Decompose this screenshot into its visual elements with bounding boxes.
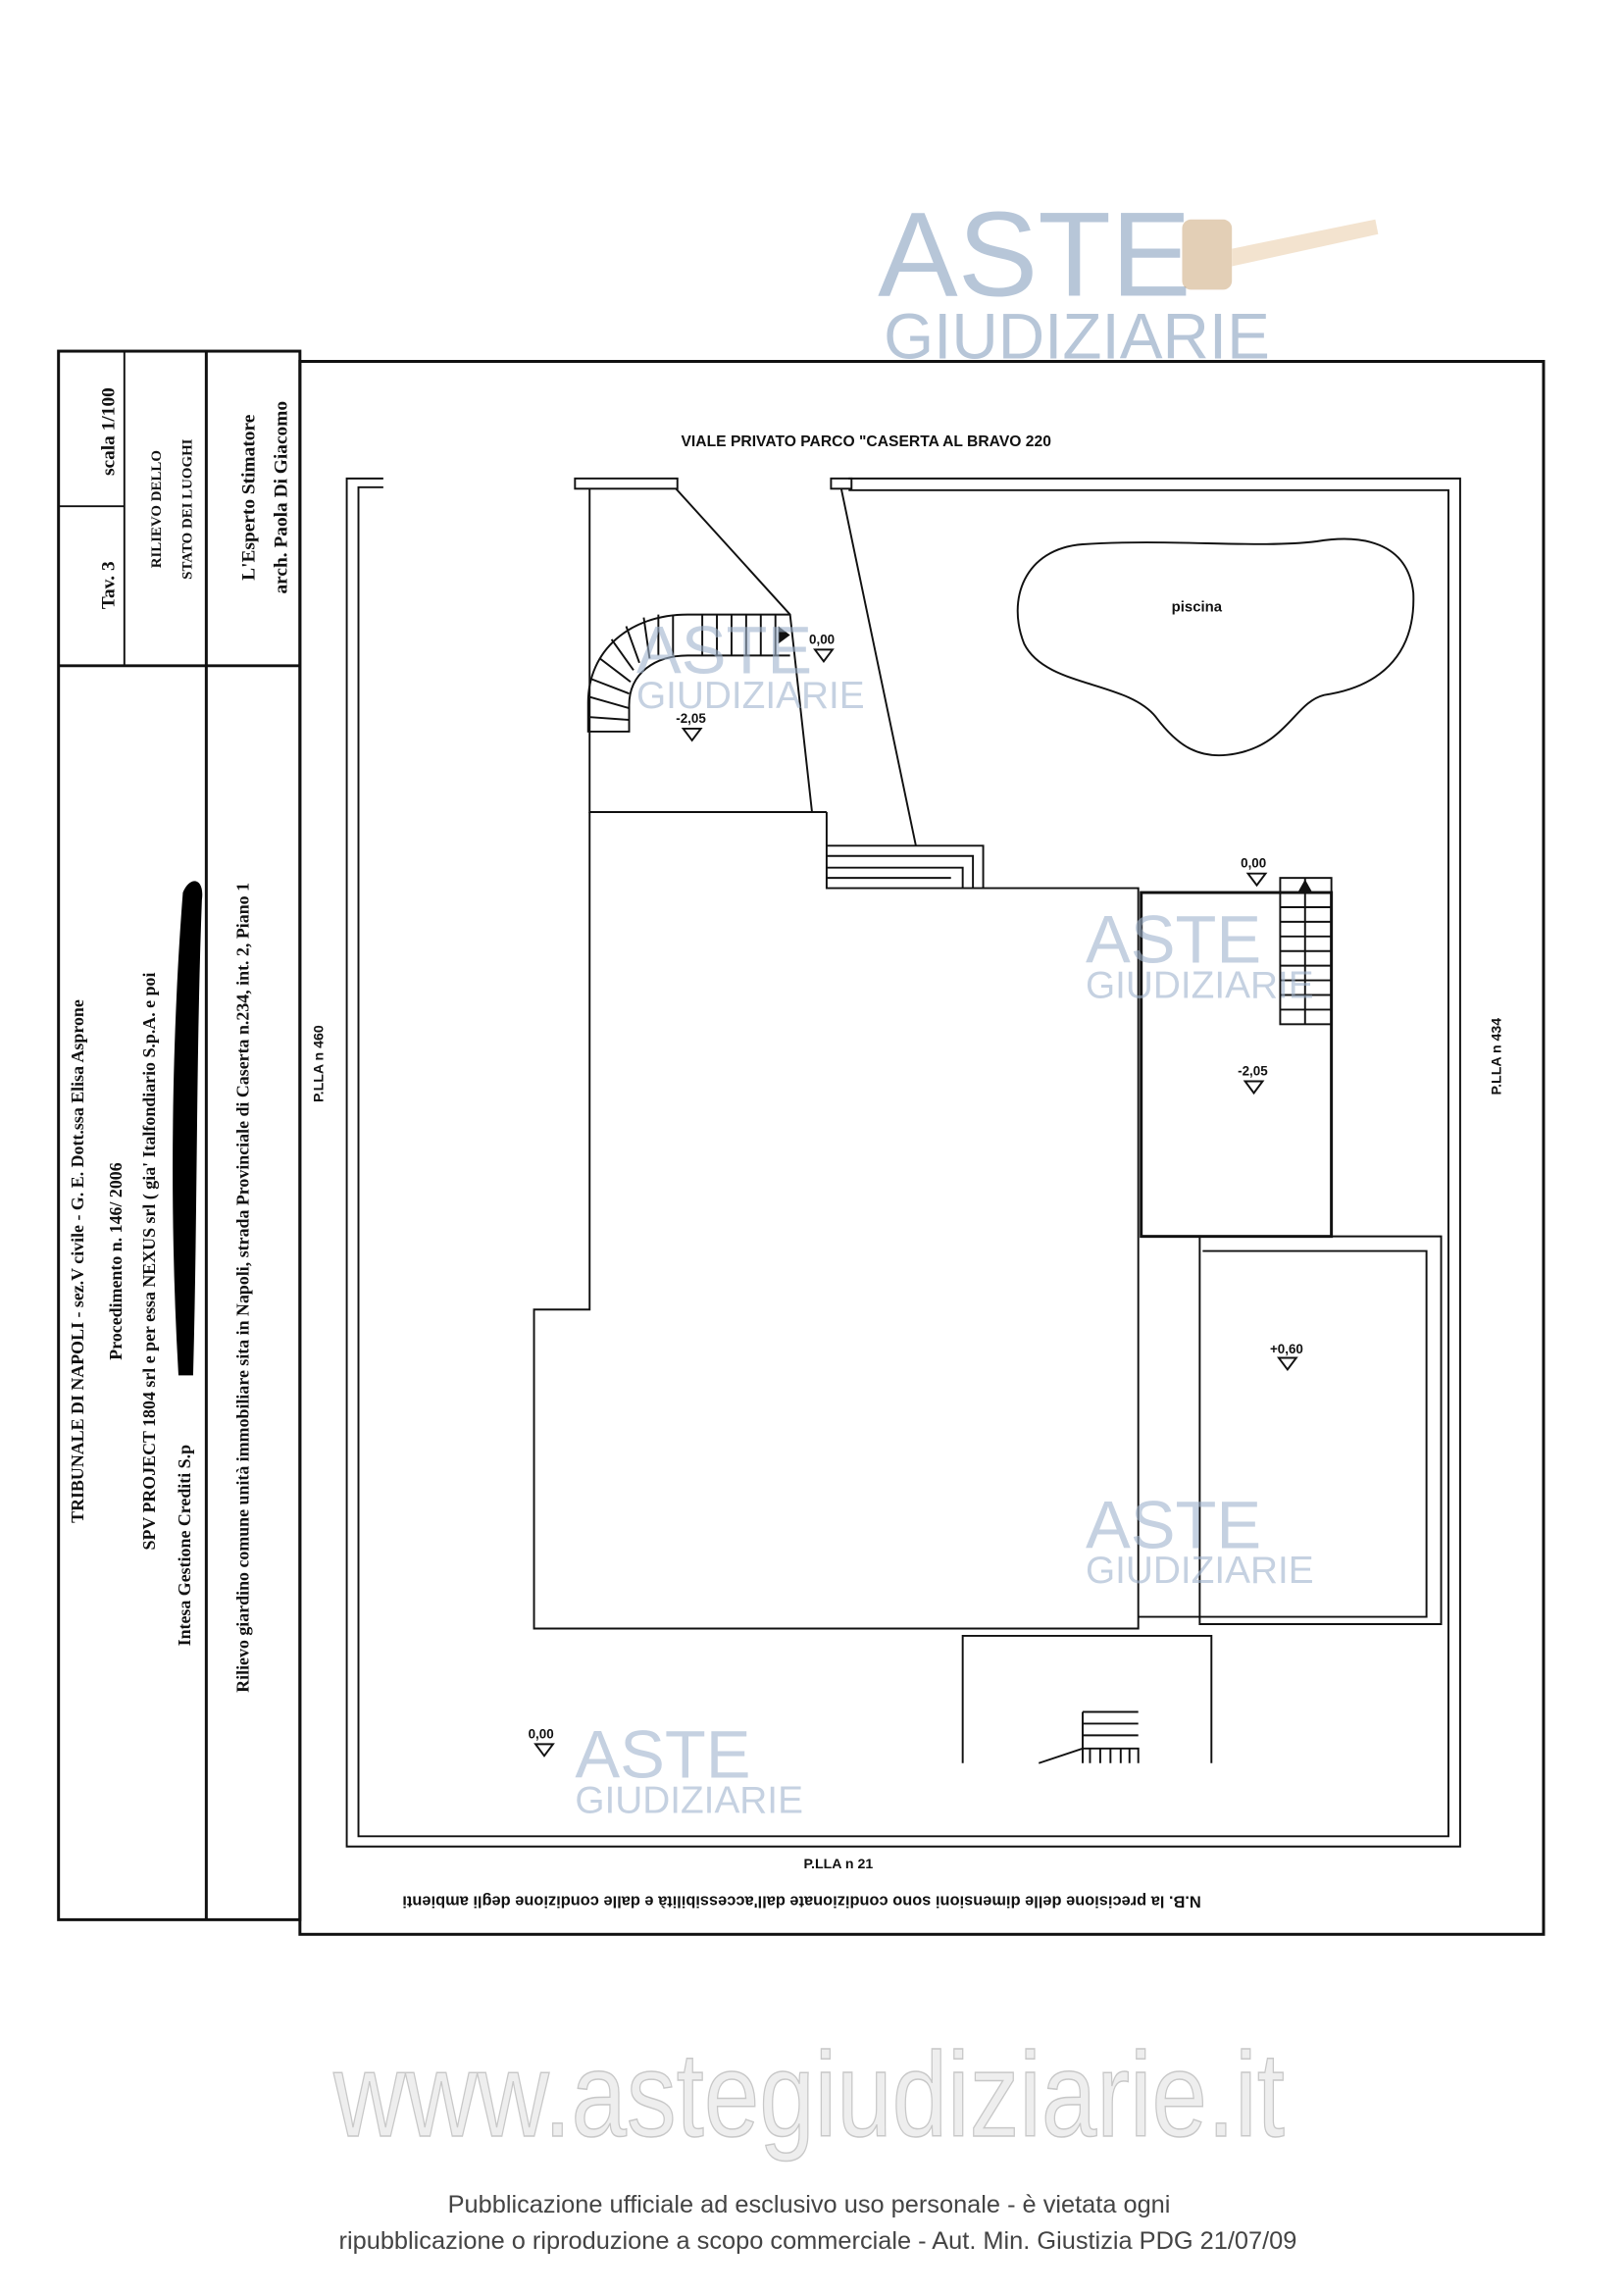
- watermark-logo: ASTE GIUDIZIARIE: [575, 1717, 803, 1822]
- parties-line-2: Intesa Gestione Crediti S.p: [175, 1445, 194, 1646]
- swimming-pool: piscina: [1016, 537, 1415, 757]
- parcel-left-label: P.LLA n 460: [312, 1025, 328, 1102]
- elevation-marker: 0,00: [1241, 856, 1268, 888]
- footer-notice-line-1: Pubblicazione ufficiale ad esclusivo uso…: [448, 2191, 1171, 2218]
- gavel-icon: [1182, 219, 1379, 290]
- watermark-logo-top: ASTE GIUDIZIARIE: [878, 186, 1379, 373]
- svg-text:GIUDIZIARIE: GIUDIZIARIE: [575, 1779, 803, 1821]
- precision-note: N.B. la precisione delle dimensioni sono…: [402, 1893, 1200, 1911]
- property-description: Rilievo giardino comune unità immobiliar…: [233, 883, 253, 1693]
- building-outline: [533, 812, 1443, 1630]
- footer-notice-line-2: ripubblicazione o riproduzione a scopo c…: [339, 2227, 1297, 2255]
- svg-text:+0,60: +0,60: [1270, 1342, 1303, 1356]
- elevation-marker: -2,05: [676, 711, 706, 742]
- parties-line-1: SPV PROJECT 1804 srl e per essa NEXUS sr…: [139, 973, 160, 1551]
- street-label: VIALE PRIVATO PARCO "CASERTA AL BRAVO 22…: [681, 433, 1051, 450]
- parcel-right-label: P.LLA n 434: [1490, 1018, 1505, 1096]
- elevation-markers: 0,00 -2,05 0,00 -2,05 +0,60 0,00: [529, 632, 1303, 1758]
- expert-title: L'Esperto Stimatore: [239, 414, 260, 581]
- plot-boundary: [345, 477, 1461, 1848]
- sheet-number: Tav. 3: [98, 561, 119, 609]
- elevation-marker: 0,00: [529, 1726, 555, 1758]
- subject-line-2: STATO DEI LUOGHI: [179, 438, 195, 580]
- watermark-aste: ASTE: [878, 186, 1192, 321]
- watermark-logo: ASTE GIUDIZIARIE: [636, 612, 865, 717]
- scale-label: scala 1/100: [98, 387, 119, 476]
- title-block: Tav. 3 scala 1/100 RILIEVO DELLO STATO D…: [57, 349, 302, 1921]
- watermark-logo: ASTE GIUDIZIARIE: [1086, 1487, 1314, 1592]
- pool-label: piscina: [1172, 600, 1223, 616]
- subject-line-1: RILIEVO DELLO: [149, 450, 165, 568]
- svg-text:0,00: 0,00: [809, 632, 835, 646]
- footer-website-url[interactable]: www.astegiudiziarie.it: [332, 2026, 1286, 2162]
- svg-text:ASTE: ASTE: [1086, 1487, 1261, 1562]
- svg-text:ASTE: ASTE: [1086, 902, 1261, 978]
- svg-text:ASTE: ASTE: [575, 1717, 750, 1793]
- elevation-marker: -2,05: [1238, 1064, 1268, 1096]
- svg-text:GIUDIZIARIE: GIUDIZIARIE: [636, 675, 865, 717]
- elevation-marker: 0,00: [809, 632, 835, 663]
- parcel-bottom-label: P.LLA n 21: [803, 1857, 873, 1872]
- watermark-logo: ASTE GIUDIZIARIE: [1086, 902, 1314, 1007]
- svg-text:0,00: 0,00: [529, 1726, 554, 1741]
- elevation-marker: +0,60: [1270, 1342, 1303, 1372]
- svg-text:0,00: 0,00: [1241, 856, 1266, 871]
- spiral-staircase: [586, 613, 790, 733]
- drawing-frame: [298, 360, 1546, 1936]
- svg-text:-2,05: -2,05: [676, 711, 706, 726]
- procedure-number: Procedimento n. 146/ 2006: [106, 1162, 126, 1359]
- svg-text:GIUDIZIARIE: GIUDIZIARIE: [1086, 964, 1314, 1006]
- expert-name: arch. Paola Di Giacomo: [271, 401, 291, 594]
- svg-text:GIUDIZIARIE: GIUDIZIARIE: [1086, 1550, 1314, 1592]
- svg-text:-2,05: -2,05: [1238, 1064, 1268, 1079]
- redaction-mark: [173, 881, 203, 1376]
- court-line: TRIBUNALE DI NAPOLI - sez.V civile - G. …: [68, 999, 87, 1523]
- lower-staircase: [961, 1634, 1213, 1764]
- svg-text:ASTE: ASTE: [636, 612, 812, 688]
